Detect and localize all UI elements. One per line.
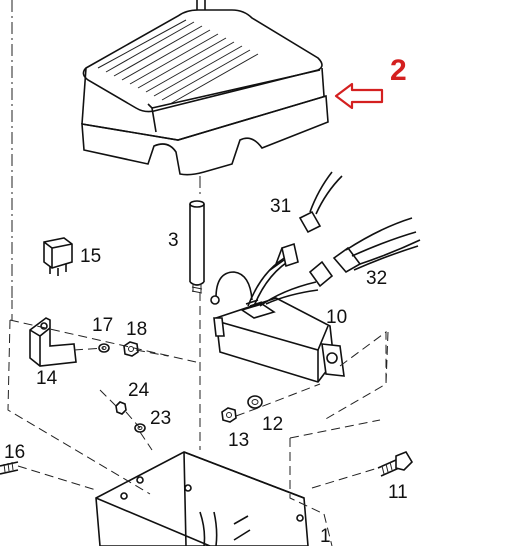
connector-part-31[interactable] [269, 171, 343, 271]
callout-16: 16 [4, 442, 25, 463]
callout-15: 15 [80, 246, 101, 267]
callout-31: 31 [270, 196, 291, 217]
bolt-part-11[interactable] [377, 451, 414, 477]
callout-17: 17 [92, 315, 113, 336]
callout-3: 3 [168, 230, 179, 251]
highlight-arrow [334, 82, 384, 110]
callout-32: 32 [366, 268, 387, 289]
module-part-10[interactable] [213, 255, 345, 383]
washer-part-12[interactable] [247, 395, 263, 409]
screw-part-16[interactable] [0, 461, 19, 475]
callout-14: 14 [36, 368, 58, 389]
callout-12: 12 [262, 414, 283, 435]
callout-2: 2 [390, 54, 407, 87]
callout-13: 13 [228, 430, 249, 451]
callout-11: 11 [388, 482, 408, 503]
callout-18: 18 [126, 319, 147, 340]
ground-lead[interactable] [210, 271, 253, 305]
connector-part-32[interactable] [308, 217, 421, 288]
nut-part-13[interactable] [221, 407, 237, 423]
nut-part-24[interactable] [115, 401, 127, 415]
base-box-part-1[interactable] [95, 451, 309, 546]
standoff-part-3[interactable] [189, 176, 205, 294]
relay-part-15[interactable] [43, 237, 73, 276]
cover-part-2[interactable] [81, 0, 329, 176]
bracket-part-14[interactable] [29, 317, 77, 367]
callout-24: 24 [128, 380, 150, 401]
callout-1: 1 [320, 526, 331, 546]
nut-part-18[interactable] [123, 341, 139, 357]
callout-10: 10 [326, 307, 347, 328]
callout-23: 23 [150, 408, 171, 429]
leader-lines [7, 292, 389, 546]
